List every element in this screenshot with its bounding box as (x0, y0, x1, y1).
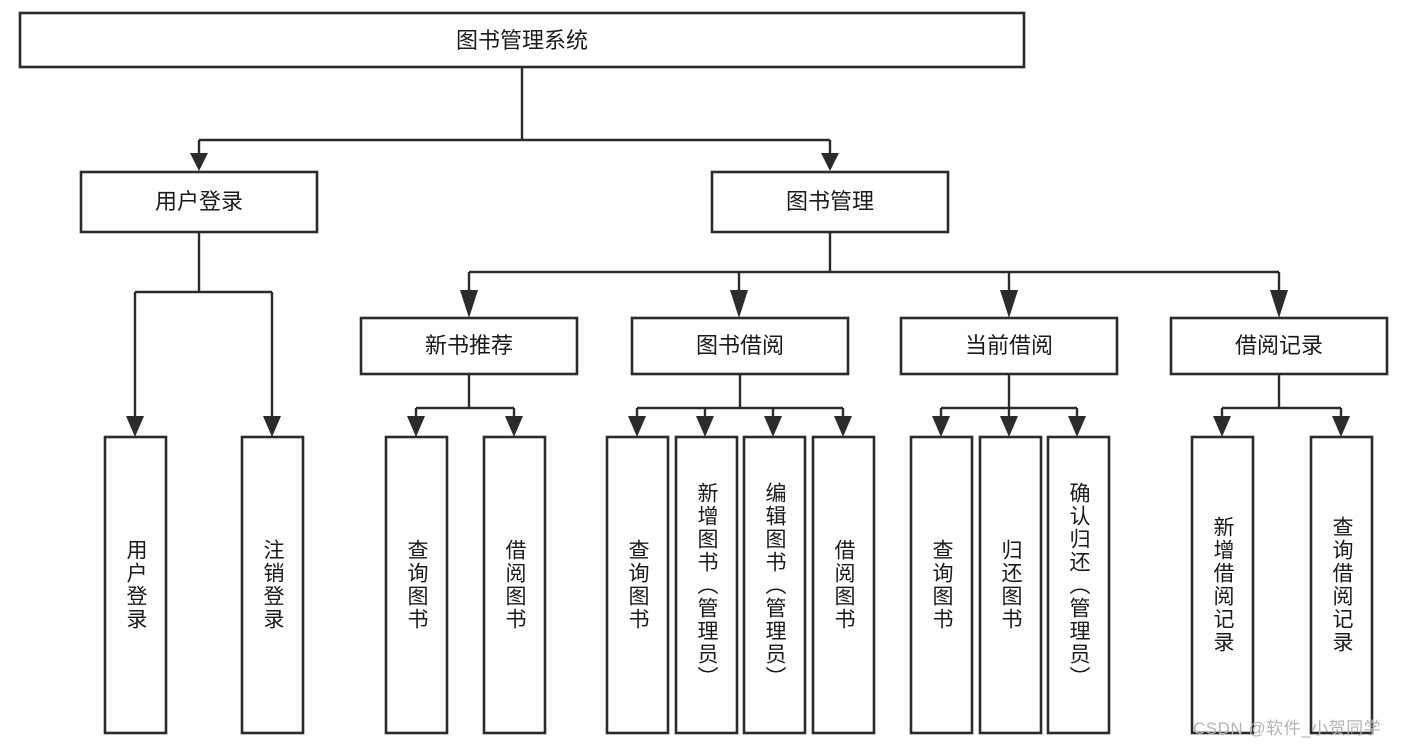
arrow-head-icon (932, 416, 950, 437)
node-current-borrow[interactable]: 当前借阅 (899, 316, 1119, 376)
leaf-box-current-borrow-2[interactable] (1046, 435, 1111, 735)
arrow-head-icon (505, 416, 523, 437)
node-borrow-record[interactable]: 借阅记录 (1169, 316, 1389, 376)
arrow-head-icon (1213, 416, 1231, 437)
node-book-borrow[interactable]: 图书借阅 (630, 316, 850, 376)
leaf-box-book-borrow-0[interactable] (605, 435, 670, 735)
connector-new-book-to-leaves (407, 374, 523, 437)
node-root-label: 图书管理系统 (456, 28, 588, 53)
leaf-box-book-borrow-2[interactable] (742, 435, 807, 735)
connector-root-to-level2 (190, 67, 839, 171)
arrow-head-icon (764, 416, 782, 437)
leaf-box-current-borrow-0[interactable] (909, 435, 974, 735)
leaf-box-borrow-record-1[interactable] (1309, 435, 1374, 735)
leaf-box-borrow-record-0[interactable] (1190, 435, 1255, 735)
node-root-box (18, 11, 1026, 69)
arrow-head-icon (696, 416, 714, 437)
leaf-box-current-borrow-1[interactable] (978, 435, 1043, 735)
arrow-head-icon (263, 416, 281, 437)
connector-user-login-to-leaves (126, 232, 281, 437)
leaf-box-book-borrow-3[interactable] (811, 435, 876, 735)
arrow-head-icon (730, 290, 748, 318)
node-borrow-record-label: 借阅记录 (1235, 333, 1323, 358)
node-root[interactable]: 图书管理系统 (18, 11, 1026, 69)
leaf-box-book-borrow-1[interactable] (674, 435, 739, 735)
arrow-head-icon (126, 416, 144, 437)
leaf-box-user-login-1[interactable] (240, 435, 305, 735)
arrow-head-icon (834, 416, 852, 437)
arrow-head-icon (821, 153, 839, 171)
arrow-head-icon (1000, 290, 1018, 318)
connector-current-borrow-to-leaves (932, 374, 1086, 437)
node-book-management[interactable]: 图书管理 (710, 170, 950, 234)
node-user-login[interactable]: 用户登录 (79, 170, 319, 234)
connector-book-management-to-level3 (460, 232, 1288, 318)
leaf-box-user-login-0[interactable] (103, 435, 168, 735)
node-user-login-label: 用户登录 (155, 189, 243, 214)
arrow-head-icon (1068, 416, 1086, 437)
csdn-watermark: CSDN @软件_小贺同学 (1193, 719, 1382, 738)
node-new-book-recommend[interactable]: 新书推荐 (359, 316, 579, 376)
arrow-head-icon (407, 416, 425, 437)
arrow-head-icon (1000, 416, 1018, 437)
node-new-book-recommend-box (359, 316, 579, 376)
node-new-book-recommend-label: 新书推荐 (425, 333, 513, 358)
node-book-management-label: 图书管理 (786, 189, 874, 214)
leaf-box-new-book-1[interactable] (482, 435, 547, 735)
connector-book-borrow-to-leaves (628, 374, 852, 437)
arrow-head-icon (1270, 290, 1288, 318)
node-book-borrow-label: 图书借阅 (696, 333, 784, 358)
arrow-head-icon (1332, 416, 1350, 437)
node-current-borrow-label: 当前借阅 (965, 333, 1053, 358)
leaf-box-new-book-0[interactable] (384, 435, 449, 735)
arrow-head-icon (628, 416, 646, 437)
node-user-login-box (79, 170, 319, 234)
arrow-head-icon (460, 290, 478, 318)
connector-borrow-record-to-leaves (1213, 374, 1350, 437)
node-current-borrow-box (899, 316, 1119, 376)
arrow-head-icon (190, 153, 208, 171)
